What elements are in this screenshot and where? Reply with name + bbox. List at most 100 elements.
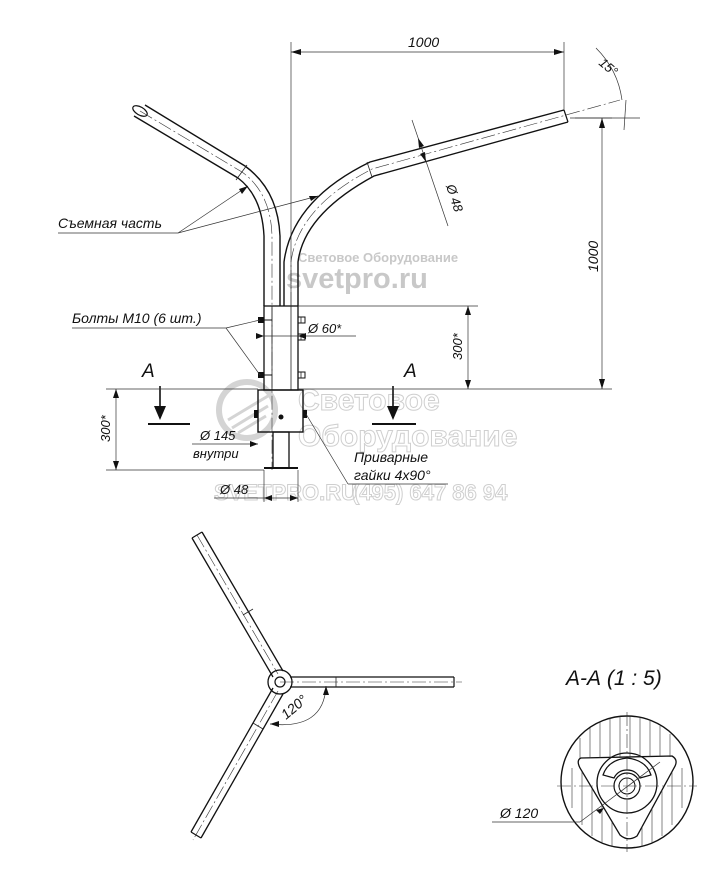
stem bbox=[264, 431, 298, 469]
angle-arc bbox=[595, 47, 623, 101]
section-view-title: А-А (1 : 5) bbox=[564, 667, 662, 690]
right-arm bbox=[283, 99, 621, 306]
arm-joint bbox=[252, 722, 264, 730]
dim-sleeve-length-label: 300* bbox=[450, 332, 465, 360]
angle-arrows bbox=[270, 686, 329, 727]
leader-top bbox=[225, 319, 261, 329]
dimension-arm-reach: 1000 bbox=[290, 34, 565, 306]
plan-hub bbox=[267, 669, 293, 695]
dim-arm-height-label: 1000 bbox=[585, 241, 601, 272]
section-a-right-label: А bbox=[403, 361, 417, 382]
callout-welded-nuts: Приварные гайки 4х90° bbox=[305, 413, 448, 485]
bolt-bottom-right bbox=[297, 371, 306, 379]
arm-joint bbox=[242, 608, 254, 616]
arm-edge-1 bbox=[190, 687, 274, 833]
leader-bottom bbox=[225, 327, 261, 376]
dimension-section-diameter: Ø 120 bbox=[492, 761, 661, 823]
base-nut-right bbox=[303, 410, 307, 418]
dimension-plan-angle: 120° bbox=[269, 685, 329, 727]
section-hatching bbox=[571, 716, 683, 847]
right-arm-outer-edge bbox=[283, 109, 565, 306]
dim-arm-reach-label: 1000 bbox=[408, 34, 439, 50]
dimension-base-length: 300* bbox=[98, 388, 264, 471]
dim-arm-angle-label: 15° bbox=[596, 55, 621, 79]
dim-arm-tube-label: Ø 48 bbox=[443, 181, 467, 214]
dim-section-diameter-label: Ø 120 bbox=[499, 805, 538, 821]
arm-centerline bbox=[192, 690, 279, 841]
section-triangular-plate bbox=[577, 755, 677, 840]
dim-arrow bbox=[596, 808, 604, 814]
leader-right-arm bbox=[177, 195, 319, 234]
section-inner-profile-top bbox=[602, 757, 652, 779]
section-a-left-label: А bbox=[141, 361, 155, 382]
sleeve-body bbox=[263, 305, 299, 391]
dim-arrows bbox=[264, 495, 298, 501]
arm-edge-2 bbox=[201, 531, 284, 672]
watermark-brand-big-2: Оборудование bbox=[298, 420, 517, 453]
right-arm-tube-end bbox=[563, 109, 569, 123]
left-arm-joint-line bbox=[235, 164, 248, 181]
callout-removable-part-label: Съемная часть bbox=[58, 215, 162, 231]
dim-arrows bbox=[113, 389, 119, 470]
dim-arrows bbox=[418, 138, 426, 162]
bolt-top-right bbox=[297, 316, 306, 324]
arm-edge-2 bbox=[200, 693, 284, 839]
dim-arrows bbox=[465, 306, 471, 389]
plan-arm-lower-left bbox=[190, 687, 284, 841]
left-arm-outer-edge bbox=[133, 115, 265, 306]
base-nut-left bbox=[254, 410, 258, 418]
left-arm bbox=[132, 104, 281, 470]
leader-left-arm bbox=[177, 185, 249, 234]
right-arm-centerline bbox=[290, 99, 621, 306]
left-arm-centerline bbox=[139, 110, 273, 470]
arm-centerline bbox=[196, 534, 279, 675]
arm-edge-1 bbox=[191, 537, 274, 678]
section-view-aa: А-А (1 : 5) Ø 120 bbox=[492, 667, 697, 852]
section-arrow-right-head bbox=[387, 406, 399, 420]
callout-welded-nuts-line-1: Приварные bbox=[354, 449, 428, 465]
plan-arm-upper-left bbox=[191, 531, 284, 678]
dimension-sleeve-length: 300* bbox=[298, 305, 478, 389]
hub-outer bbox=[267, 669, 293, 695]
elevation-view: А А 1000 15° bbox=[58, 34, 640, 502]
angle-arc-lower bbox=[623, 99, 627, 131]
right-arm-inner-edge bbox=[297, 121, 569, 306]
watermark-site-small: SVETPRO.RU bbox=[214, 480, 357, 505]
leader-line bbox=[305, 413, 349, 485]
section-marker-right: А bbox=[372, 361, 417, 425]
leader-line bbox=[411, 119, 449, 227]
section-marker-left: А bbox=[141, 361, 190, 425]
watermark-brand-line: Световое Оборудование bbox=[298, 250, 458, 265]
watermark-logo-ring bbox=[216, 379, 278, 441]
dim-leader bbox=[579, 761, 661, 823]
dim-arrow bbox=[250, 441, 258, 447]
callout-bolts: Болты М10 (6 шт.) bbox=[72, 310, 261, 376]
plan-view: 120° bbox=[190, 531, 462, 841]
bolt-top-left bbox=[258, 317, 272, 323]
dim-stem-diameter-label: Ø 48 bbox=[219, 482, 249, 497]
leader-arrows bbox=[239, 186, 318, 201]
dimension-arm-tube: Ø 48 bbox=[411, 119, 467, 227]
dim-base-inner-note: внутри bbox=[193, 446, 239, 461]
callout-bolts-label: Болты М10 (6 шт.) bbox=[72, 310, 201, 326]
stem-body bbox=[272, 431, 290, 469]
plan-arm-right bbox=[280, 676, 462, 688]
dim-sleeve-diameter-label: Ø 60* bbox=[307, 321, 342, 336]
dim-base-length-label: 300* bbox=[98, 414, 113, 442]
dim-base-inner-label: Ø 145 bbox=[199, 428, 236, 443]
callout-welded-nuts-line-2: гайки 4х90° bbox=[354, 467, 431, 483]
base-nut bbox=[278, 414, 284, 420]
section-arrow-left-head bbox=[154, 406, 166, 420]
left-arm-inner-edge bbox=[144, 104, 281, 306]
dimension-sleeve-diameter: Ø 60* bbox=[256, 321, 356, 339]
callout-removable-part: Съемная часть bbox=[58, 185, 319, 234]
watermark-logo-stripes bbox=[227, 394, 269, 435]
dimension-arm-height: 1000 bbox=[298, 117, 612, 390]
bolt-bottom-left bbox=[258, 372, 272, 378]
hub-inner bbox=[274, 676, 286, 688]
watermark-site: svetpro.ru bbox=[286, 263, 428, 295]
dimension-stem-diameter: Ø 48 bbox=[214, 470, 299, 502]
dimension-base-inner: Ø 145 внутри bbox=[192, 428, 258, 461]
sleeve bbox=[258, 305, 306, 391]
